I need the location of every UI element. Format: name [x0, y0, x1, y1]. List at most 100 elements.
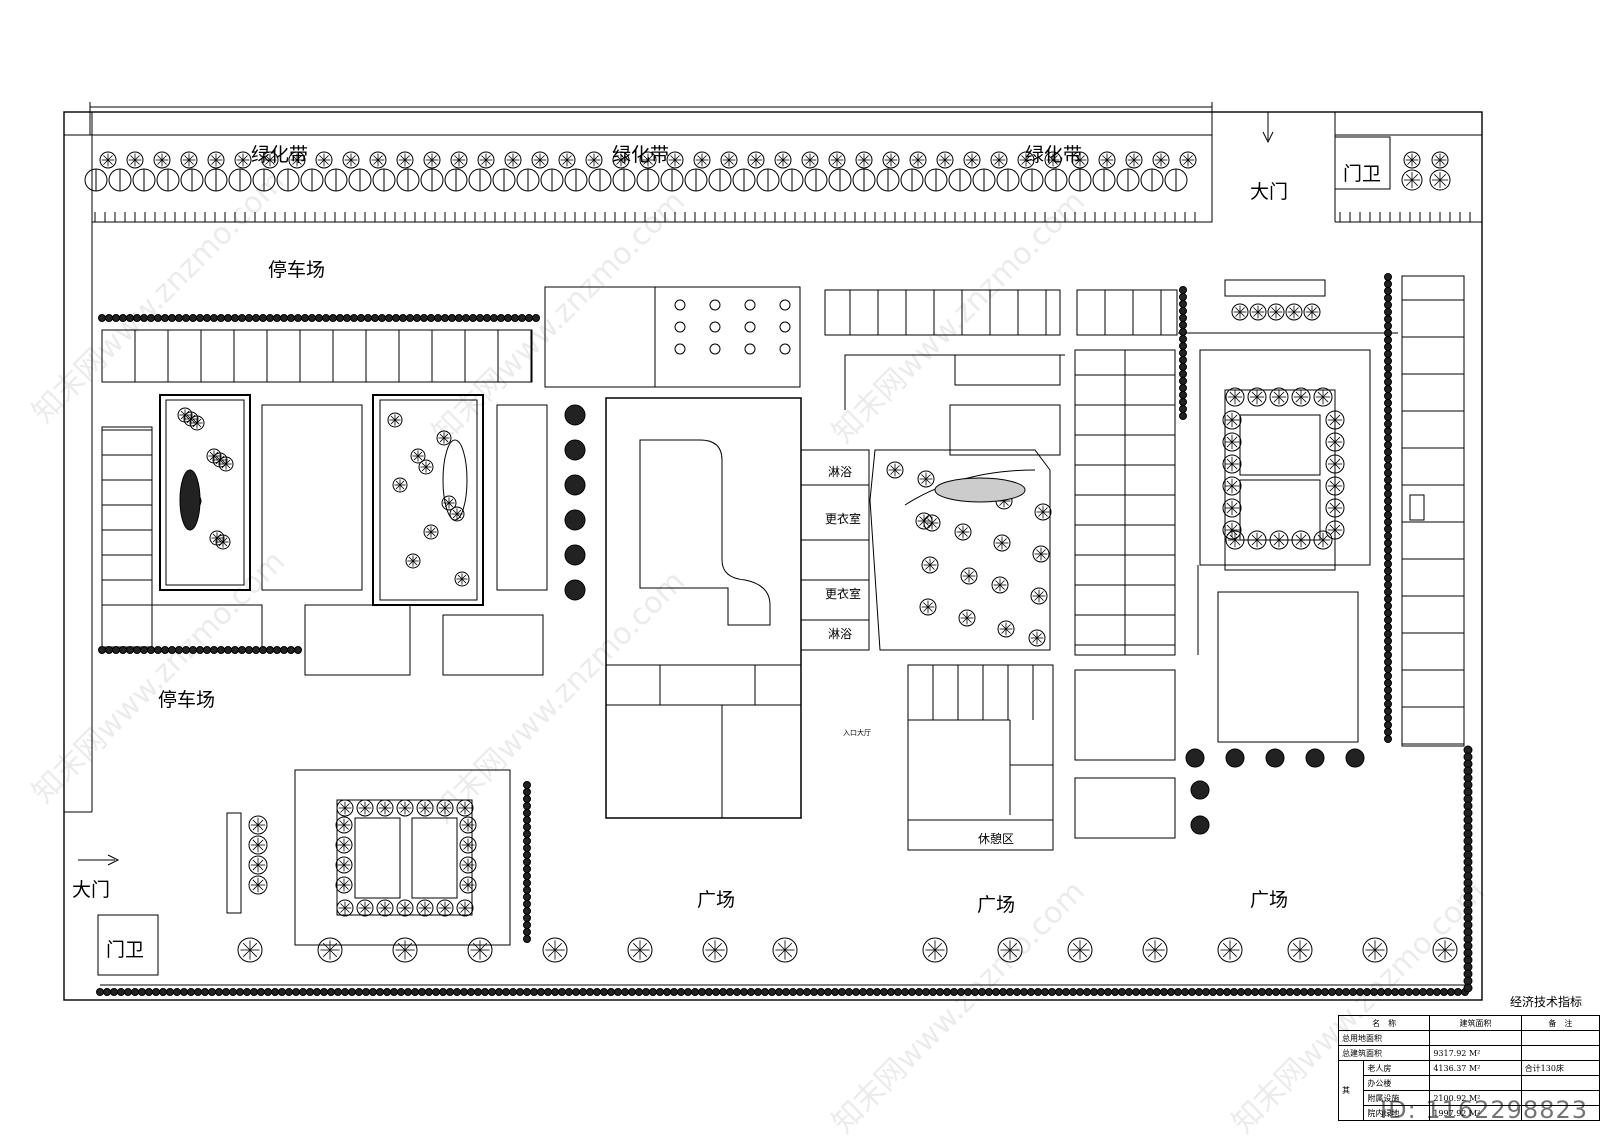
shrub-icon	[1345, 748, 1365, 768]
shrub-icon	[1179, 412, 1187, 420]
tree-icon	[257, 864, 264, 871]
tree-icon	[1434, 179, 1441, 186]
tree-icon	[562, 155, 568, 161]
tree-icon	[344, 903, 350, 909]
tree-icon	[1271, 311, 1277, 317]
shrub-icon	[308, 314, 316, 322]
tree-icon	[566, 155, 572, 161]
shrub-icon	[1244, 988, 1252, 996]
tree-icon	[1183, 155, 1189, 161]
tree-icon	[1278, 391, 1285, 398]
shrub-icon	[145, 988, 153, 996]
shrub-icon	[1384, 469, 1392, 477]
tree-icon	[184, 155, 190, 161]
tree-icon	[1444, 949, 1453, 958]
econ-indicator-table: 名 称 建筑面积 备 注 总用地面积 总建筑面积 9317.92 M² 其 老人…	[1337, 1015, 1600, 1121]
tree-icon	[921, 478, 927, 484]
tree-icon	[1102, 155, 1108, 161]
shrub-icon	[1013, 988, 1021, 996]
tree-icon	[292, 155, 298, 161]
tree-icon	[1291, 387, 1311, 407]
tree-icon	[919, 598, 937, 616]
tree-icon	[252, 824, 259, 831]
tree-icon	[913, 155, 919, 161]
tree-icon	[190, 418, 196, 424]
shrub-icon	[1097, 988, 1105, 996]
shrub-icon	[509, 988, 517, 996]
tree-icon	[997, 542, 1003, 548]
tree-icon	[1034, 591, 1040, 597]
tree-icon	[993, 534, 1011, 552]
tree-icon	[1300, 539, 1307, 546]
table-row: 办公楼	[1339, 1075, 1600, 1091]
tree-icon	[436, 430, 452, 446]
tree-icon	[1231, 414, 1238, 421]
tree-icon	[1329, 529, 1336, 536]
shrub-icon	[817, 988, 825, 996]
tree-icon	[778, 159, 784, 165]
tree-icon	[344, 803, 350, 809]
shrub-icon	[175, 314, 183, 322]
tree-icon	[554, 942, 563, 951]
shrub-icon	[1265, 748, 1285, 768]
shrub-icon	[474, 988, 482, 996]
shrub-icon	[1384, 476, 1392, 484]
tree-icon	[859, 155, 865, 161]
shrub-icon	[1188, 988, 1196, 996]
tree-icon	[720, 151, 738, 169]
tree-icon	[927, 942, 936, 951]
tree-icon	[343, 840, 349, 846]
tree-icon	[340, 907, 346, 913]
shrub-icon	[1179, 384, 1187, 392]
shrub-icon	[446, 988, 454, 996]
tree-icon	[1374, 949, 1383, 958]
tree-icon	[589, 155, 595, 161]
tree-icon	[440, 807, 446, 813]
tree-icon	[934, 949, 943, 958]
tree-icon	[1325, 498, 1345, 518]
tree-icon	[1075, 159, 1081, 165]
shrub-icon	[523, 788, 531, 796]
shrub-icon	[564, 439, 586, 461]
shrub-icon	[1179, 398, 1187, 406]
tree-icon	[356, 899, 374, 917]
tree-icon	[784, 942, 793, 951]
tree-icon	[212, 533, 218, 539]
tree-icon	[1002, 949, 1011, 958]
tree-icon	[458, 155, 464, 161]
tree-icon	[921, 556, 939, 574]
tree-icon	[1036, 637, 1042, 643]
shrub-icon	[901, 988, 909, 996]
shrub-icon	[1179, 405, 1187, 413]
tree-icon	[962, 531, 968, 537]
shrub-icon	[140, 646, 148, 654]
tree-icon	[1226, 524, 1233, 531]
tree-icon	[222, 541, 228, 547]
tree-icon	[1311, 311, 1317, 317]
shrub-icon	[154, 314, 162, 322]
tree-icon	[1102, 159, 1108, 165]
shrub-icon	[523, 893, 531, 901]
shrub-icon	[1384, 490, 1392, 498]
tree-icon	[1072, 942, 1081, 951]
tree-icon	[995, 580, 1001, 586]
tree-icon	[1317, 391, 1324, 398]
shrub-icon	[642, 988, 650, 996]
shrub-icon	[964, 988, 972, 996]
shrub-icon	[1048, 988, 1056, 996]
tree-icon	[643, 159, 649, 165]
shrub-icon	[656, 988, 664, 996]
tree-icon	[1067, 937, 1093, 963]
shrub-icon	[971, 988, 979, 996]
tree-icon	[1434, 174, 1441, 181]
tree-icon	[1098, 151, 1116, 169]
tree-icon	[103, 155, 109, 161]
shrub-icon	[210, 314, 218, 322]
tree-icon	[809, 159, 815, 165]
tree-icon	[350, 159, 356, 165]
tree-icon	[400, 803, 406, 809]
shrub-icon	[231, 314, 239, 322]
tree-icon	[1403, 151, 1421, 169]
tree-icon	[1079, 155, 1085, 161]
shrub-icon	[1384, 581, 1392, 589]
